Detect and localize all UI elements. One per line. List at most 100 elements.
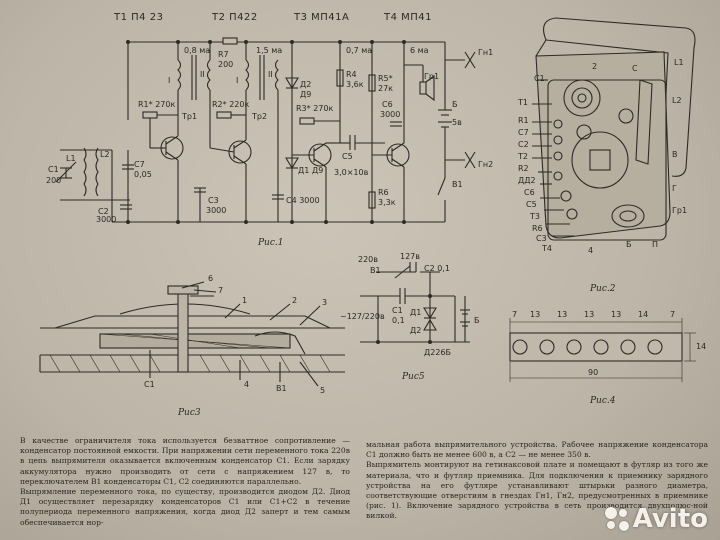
avito-text: Avito: [632, 504, 708, 534]
fig3-caption: Рис3: [178, 408, 201, 418]
fig3-label-b1: В1: [276, 384, 287, 393]
fig2-label-gr1: Гр1: [672, 206, 688, 215]
label-ma2: 1,5 ма: [256, 46, 283, 55]
label-c2v: 3000: [96, 215, 117, 224]
fig2-label-c2: C2: [518, 140, 529, 149]
fig3-label-6: 6: [208, 274, 214, 283]
fig2-label-c: C: [632, 64, 638, 73]
fig1-caption: Рис.1: [258, 238, 284, 248]
label-c6v: 3000: [380, 110, 401, 119]
fig2-label-g: Г: [672, 184, 677, 193]
fig2-label-b: B: [672, 150, 678, 159]
fig2-label-b2: Б: [626, 240, 632, 249]
label-r3: R3* 270к: [296, 104, 334, 113]
label-c1: C1: [48, 165, 59, 174]
label-gr1: Гр1: [424, 72, 440, 81]
label-r6: R6: [378, 188, 389, 197]
fig4-dim-3: 13: [557, 310, 568, 319]
fig1-header-t2: T2 П422: [212, 12, 258, 23]
label-c7: C7: [134, 160, 145, 169]
fig3-label-1: 1: [242, 296, 248, 305]
fig1-header-t3: T3 МП41А: [294, 12, 350, 23]
label-c5: C5: [342, 152, 353, 161]
fig4-width: 90: [588, 368, 599, 377]
fig5-label-d2: Д2: [410, 326, 422, 335]
avito-watermark: Avito: [604, 504, 708, 534]
label-l2: L2: [100, 150, 110, 159]
label-r7v: 200: [218, 60, 234, 69]
fig2-label-l2: L2: [672, 96, 682, 105]
fig5-label-d1: Д1: [410, 308, 422, 317]
fig4-dim-4: 13: [584, 310, 595, 319]
article-paragraph: Выпрямитель монтируют на гетинаксовой пл…: [366, 460, 708, 521]
fig4-height: 14: [696, 342, 707, 351]
fig5-label-c1v: 0,1: [392, 316, 405, 325]
fig2-label-c5: C5: [526, 200, 537, 209]
label-ii2: II: [268, 70, 273, 79]
fig4-caption: Рис.4: [590, 396, 616, 406]
label-battery: Б: [452, 100, 458, 109]
article-text-right: мальная работа выпрямительного устройств…: [366, 440, 708, 522]
label-c2: C2: [98, 207, 109, 216]
fig3-label-4: 4: [244, 380, 250, 389]
label-tr2: Tр2: [252, 112, 268, 121]
label-r5v: 27к: [378, 84, 394, 93]
fig3-label-5: 5: [320, 386, 326, 395]
fig2-label-c7: C7: [518, 128, 529, 137]
label-r4v: 3,6к: [346, 80, 364, 89]
fig2-label-t1: T1: [518, 98, 528, 107]
fig5-label-battery: Б: [474, 316, 480, 325]
fig4-dim-7: 7: [670, 310, 676, 319]
fig2-label-c3: C3: [536, 234, 547, 243]
fig5-caption: Рис5: [402, 372, 425, 382]
fig5-label-diode: Д226Б: [424, 348, 452, 357]
label-d2v: Д9: [300, 90, 312, 99]
fig5-label-220v: 220в: [358, 255, 378, 264]
fig3-label-3: 3: [322, 298, 328, 307]
label-l1: L1: [66, 154, 76, 163]
fig2-label-l1: L1: [674, 58, 684, 67]
fig4-dim-5: 13: [611, 310, 622, 319]
label-r1: R1* 270к: [138, 100, 176, 109]
fig5-label-c2: C2 0,1: [424, 264, 450, 273]
label-i1: I: [168, 76, 171, 85]
fig2-label-c1: C1: [534, 74, 545, 83]
fig2-label-2: 2: [592, 62, 598, 71]
avito-logo-icon: [604, 507, 629, 531]
label-c4: C4 3000: [286, 196, 320, 205]
label-ma4: 6 ма: [410, 46, 429, 55]
fig2-caption: Рис.2: [590, 284, 616, 294]
label-c3v: 3000: [206, 206, 227, 215]
fig4-dim-2: 13: [530, 310, 541, 319]
label-tr1: Tр1: [182, 112, 198, 121]
label-c3: C3: [208, 196, 219, 205]
label-ma1: 0,8 ма: [184, 46, 211, 55]
label-r4: R4: [346, 70, 357, 79]
fig5-label-ac: ~127/220в: [340, 312, 385, 321]
fig1-header-t1: T1 П4 23: [114, 12, 164, 23]
fig5-label-b1: В1: [370, 266, 381, 275]
label-b1: В1: [452, 180, 463, 189]
fig4-dim-6: 14: [638, 310, 649, 319]
label-battery-v: 5в: [452, 118, 462, 127]
label-d2: Д2: [300, 80, 312, 89]
label-c5v: 3,0×10в: [334, 168, 369, 177]
label-r6v: 3,3к: [378, 198, 396, 207]
article-text-left: В качестве ограничителя тока используетс…: [20, 436, 350, 528]
label-ii1: II: [200, 70, 205, 79]
label-gn1: Гн1: [478, 48, 494, 57]
label-r5: R5*: [378, 74, 393, 83]
fig2-label-r6: R6: [532, 224, 543, 233]
label-c1v: 200: [46, 176, 62, 185]
fig3-label-2: 2: [292, 296, 298, 305]
article-paragraph: мальная работа выпрямительного устройств…: [366, 440, 708, 460]
label-c7v: 0,05: [134, 170, 152, 179]
label-r7: R7: [218, 50, 229, 59]
label-r2: R2* 220к: [212, 100, 250, 109]
fig2-label-dd2: ДД2: [518, 176, 536, 185]
fig2-label-p: П: [652, 240, 659, 249]
fig2-label-t2: T2: [518, 152, 528, 161]
fig3-label-c1: C1: [144, 380, 155, 389]
